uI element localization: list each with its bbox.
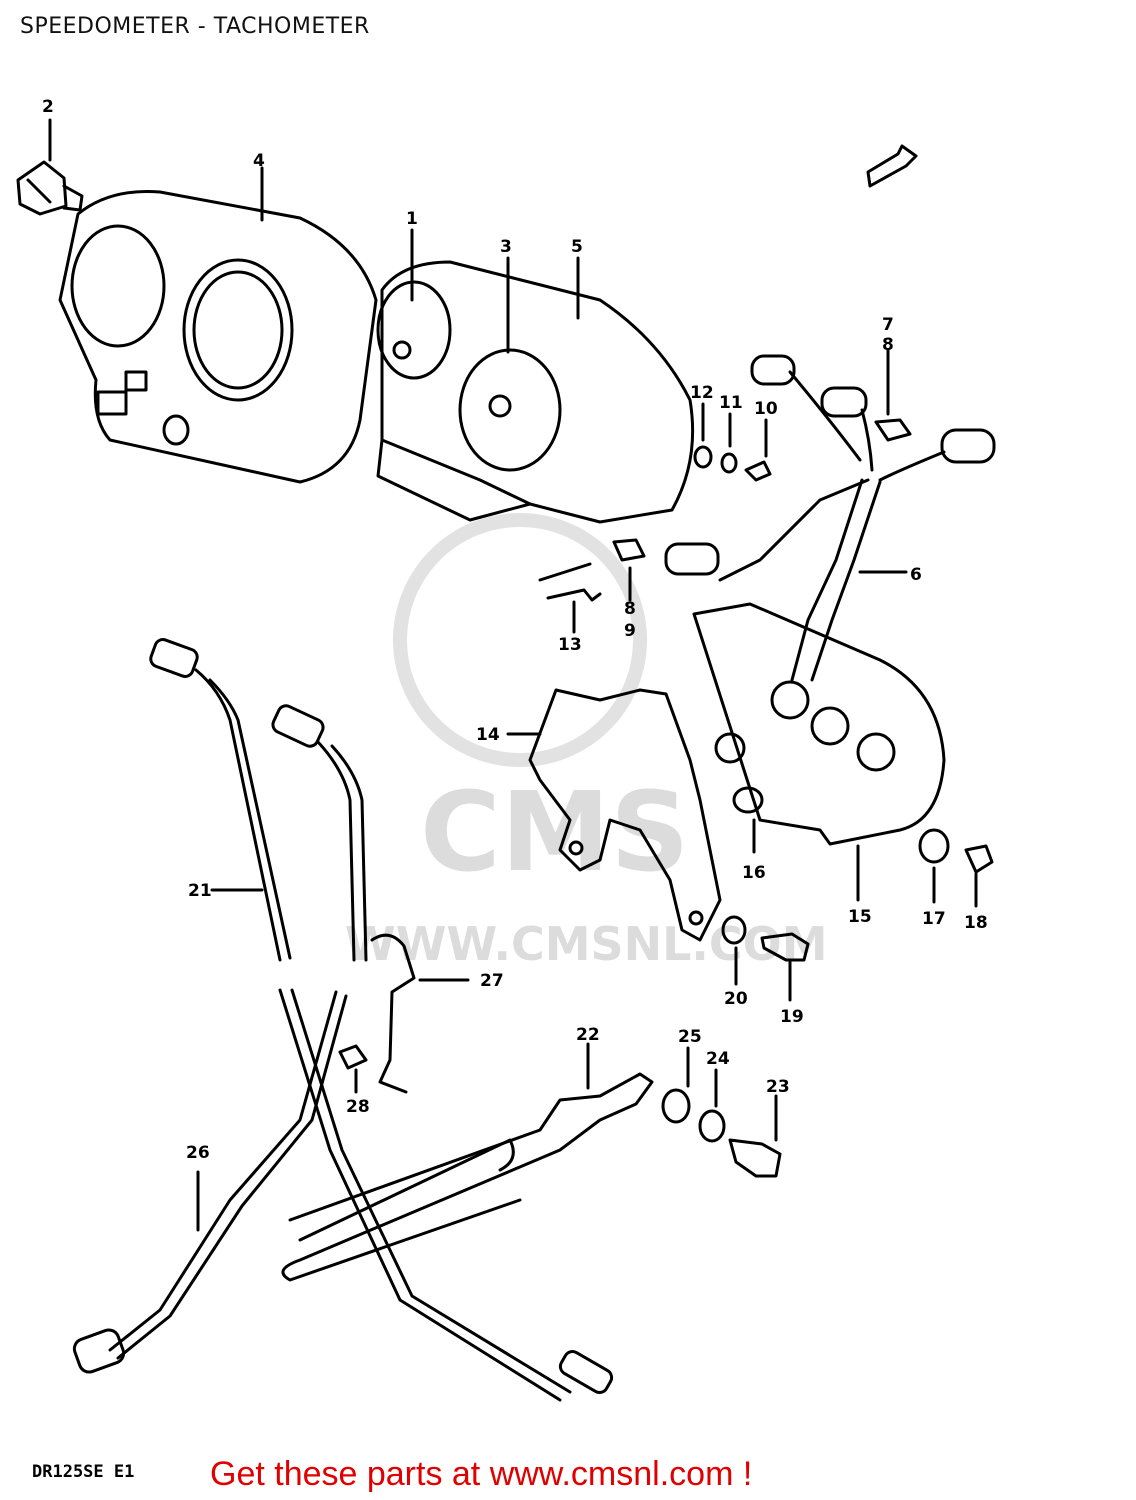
label-part-14: 14: [476, 725, 500, 745]
part-3-tachometer-gauge: [458, 348, 562, 472]
label-part-6: 6: [910, 565, 922, 585]
label-part-7: 7: [882, 315, 894, 335]
label-part-8-upper: 8: [882, 335, 894, 355]
label-part-12: 12: [690, 383, 714, 403]
part-15-lower-housing: [692, 602, 946, 902]
label-part-9: 9: [624, 621, 636, 641]
watermark-logo: CMS: [420, 768, 689, 896]
label-part-22: 22: [576, 1025, 600, 1045]
part-labels: 1 2 3 4 5 6 7 8 9 8 9 10 11 12 13 14 15 …: [42, 97, 988, 1163]
parts-16-17-18: [732, 786, 994, 908]
part-6-wiring-harness: [664, 348, 996, 682]
part-4-meter-cover: [58, 166, 378, 484]
parts-8-9-13-fasteners: [538, 538, 646, 634]
label-part-17: 17: [922, 909, 946, 929]
label-part-3: 3: [500, 237, 512, 257]
tachometer-cable: [271, 704, 368, 962]
part-21-speedometer-cable: [149, 638, 292, 962]
label-part-4: 4: [253, 151, 265, 171]
part-1-speedometer-gauge: [376, 280, 452, 380]
label-part-20: 20: [724, 989, 748, 1009]
label-part-23: 23: [766, 1077, 790, 1097]
part-22-bracket: [281, 1042, 654, 1282]
label-part-5: 5: [571, 237, 583, 257]
label-part-8: 8: [624, 599, 636, 619]
part-28-bolt: [338, 1044, 368, 1094]
label-part-25: 25: [678, 1027, 702, 1047]
label-part-1: 1: [406, 209, 418, 229]
parts-10-11-12-hardware: [693, 402, 772, 482]
label-part-13: 13: [558, 635, 582, 655]
label-part-15: 15: [848, 907, 872, 927]
model-code: DR125SE E1: [32, 1462, 135, 1482]
direction-arrow-icon: [866, 144, 918, 188]
part-5-meter-case: [376, 228, 695, 524]
part-27-clamp: [370, 933, 470, 1094]
label-part-11: 11: [719, 393, 743, 413]
watermark-url: WWW.CMSNL.COM: [345, 917, 828, 971]
cms-watermark: CMS WWW.CMSNL.COM: [345, 513, 828, 971]
label-part-16: 16: [742, 863, 766, 883]
part-14-bracket: [506, 688, 722, 942]
label-part-27: 27: [480, 971, 504, 991]
parts-23-24-25: [661, 1046, 782, 1178]
page-title: SPEEDOMETER - TACHOMETER: [20, 14, 370, 39]
cta-link[interactable]: Get these parts at www.cmsnl.com !: [210, 1455, 753, 1493]
label-part-28: 28: [346, 1097, 370, 1117]
label-part-26: 26: [186, 1143, 210, 1163]
label-part-2: 2: [42, 97, 54, 117]
label-part-10: 10: [754, 399, 778, 419]
parts-19-20-bolt-washer: [721, 915, 810, 1002]
part-2-knob: [16, 118, 84, 216]
label-part-18: 18: [964, 913, 988, 933]
label-part-24: 24: [706, 1049, 730, 1069]
label-part-19: 19: [780, 1007, 804, 1027]
part-26-cable-lower: [72, 988, 614, 1402]
label-part-21: 21: [188, 881, 212, 901]
